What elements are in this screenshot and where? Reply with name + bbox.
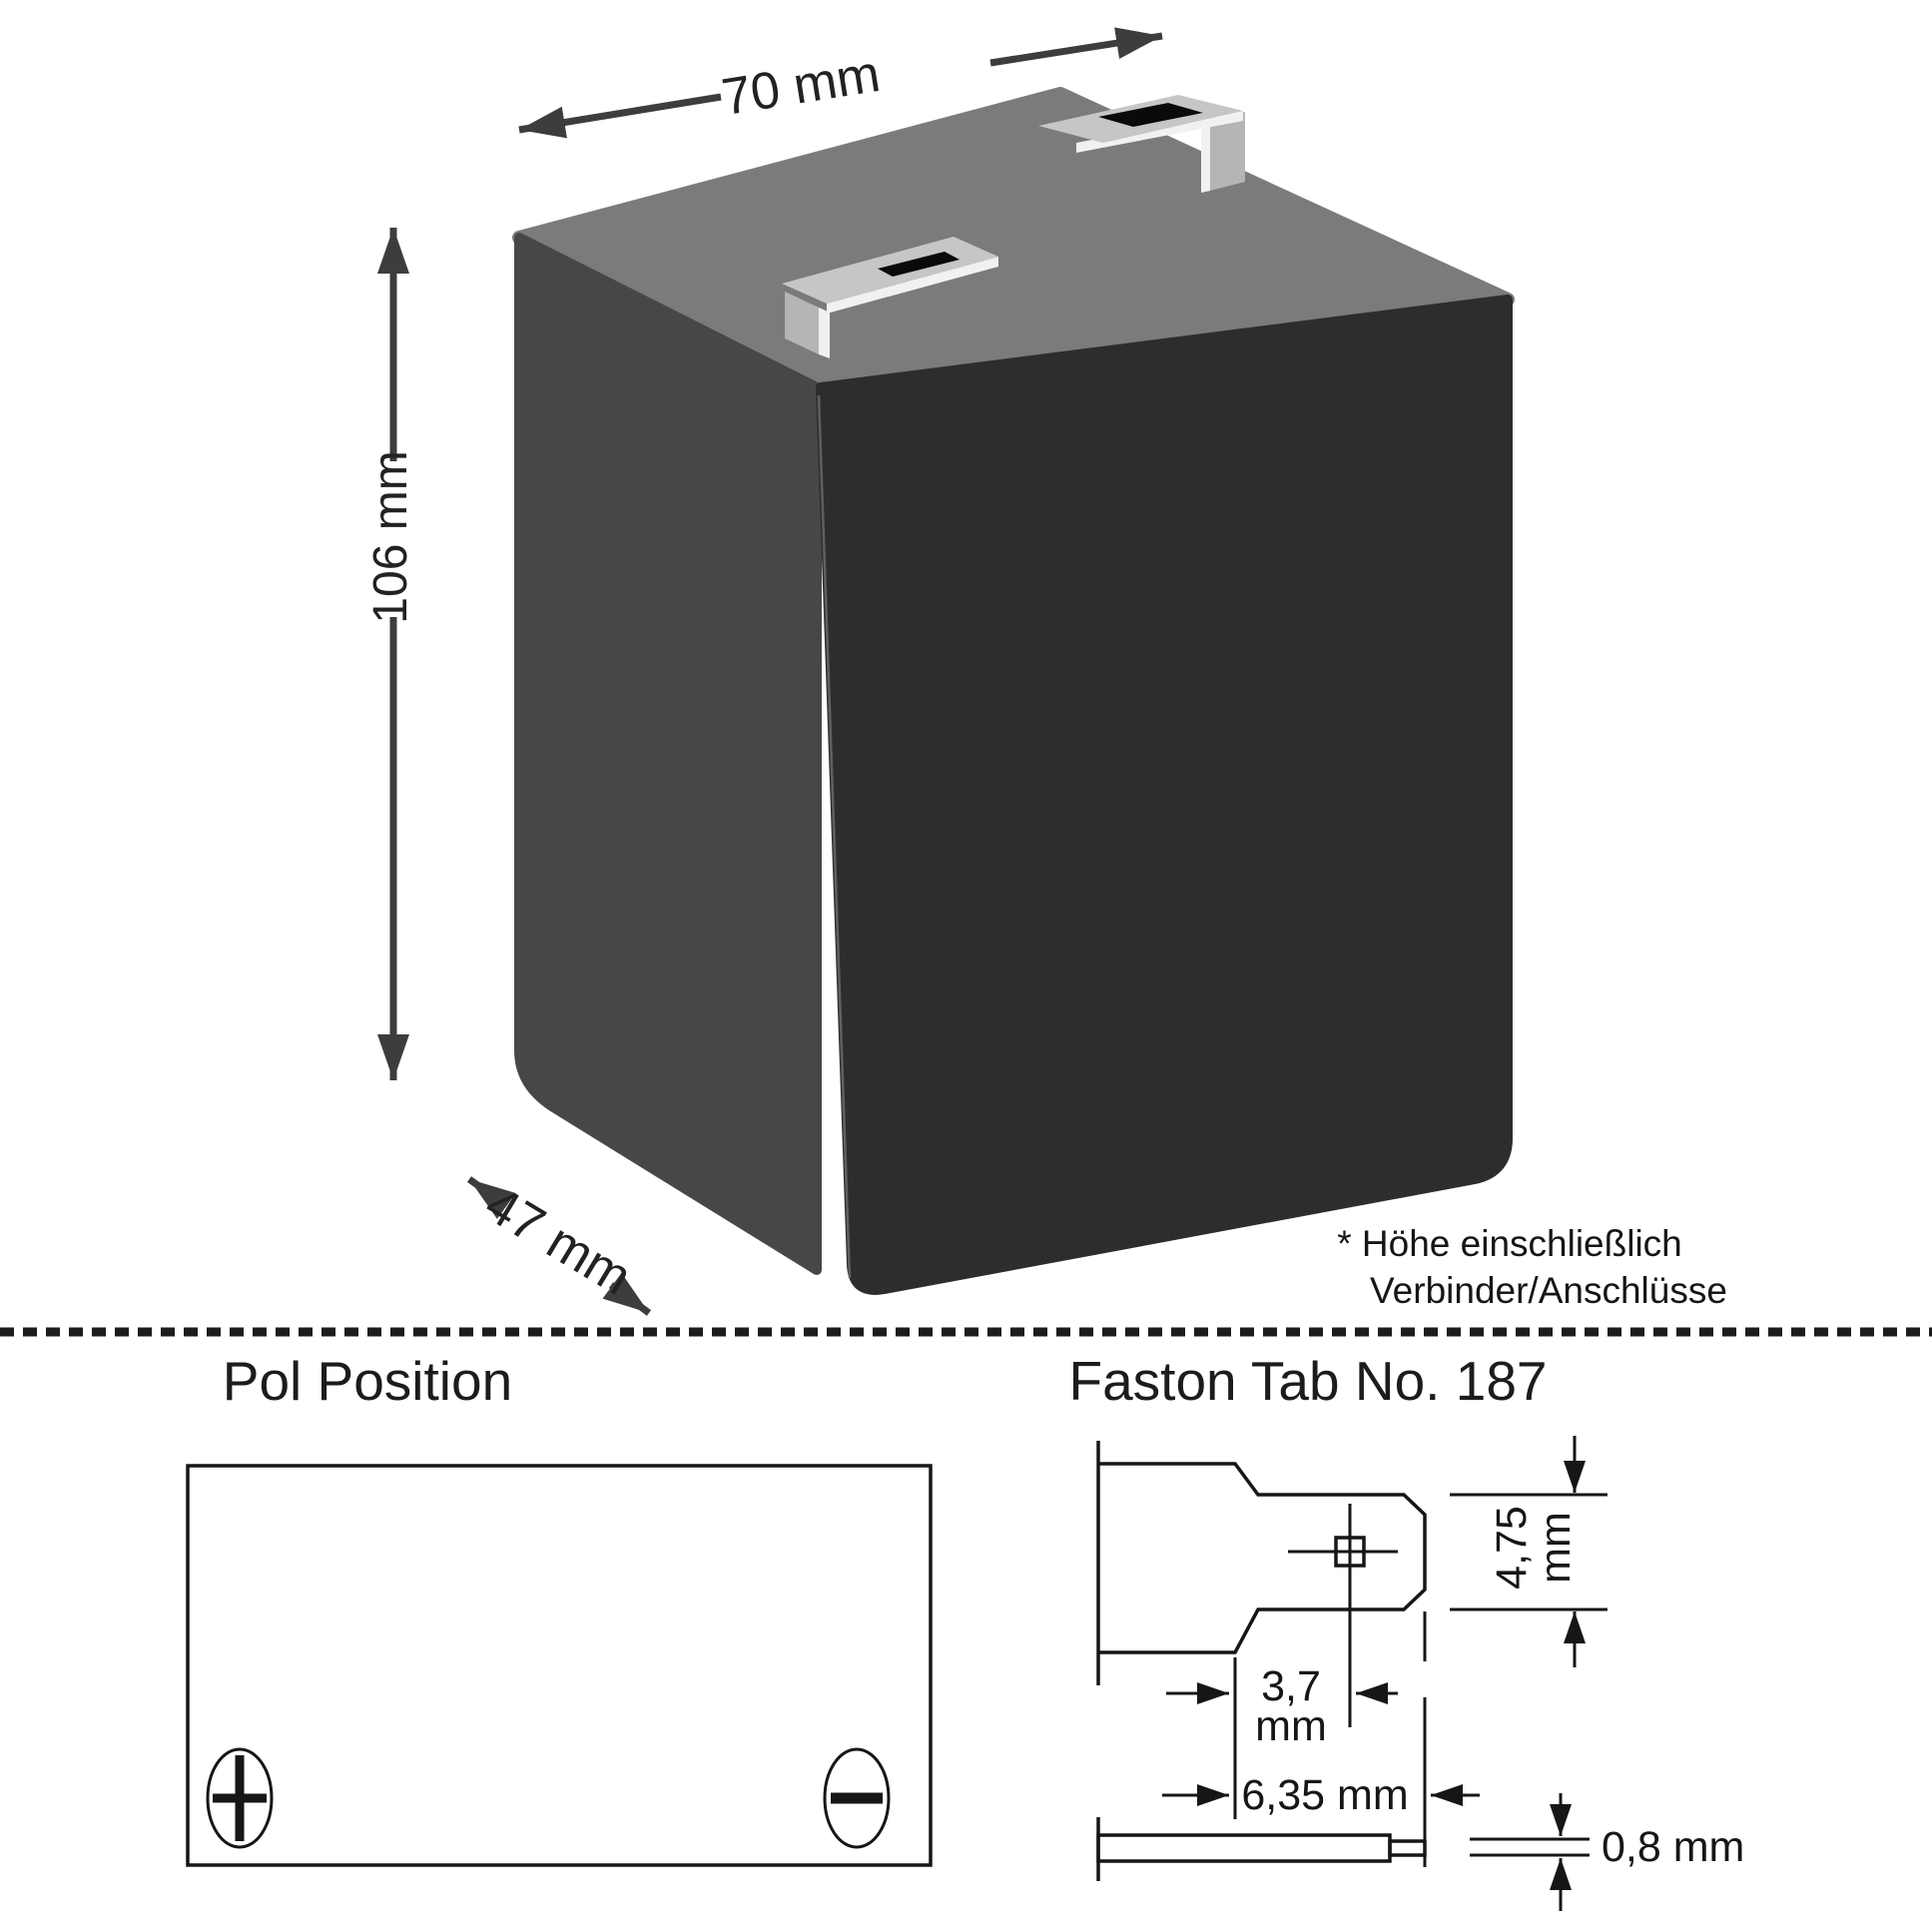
pol-position-panel: Pol Position <box>186 1350 933 1867</box>
terminal-leg-highlight <box>1201 121 1210 193</box>
width-arrow-left <box>518 93 722 139</box>
faston-tab-panel: Faston Tab No. 187 4,75 mm 3,7 mm <box>1068 1350 1744 1911</box>
terminal-slot <box>878 252 960 277</box>
battery-isometric-view <box>512 87 1515 1295</box>
terminal-leg <box>785 292 819 354</box>
width-arrow-right <box>989 27 1163 67</box>
dimension-blade-width: 4,75 mm <box>1450 1436 1608 1667</box>
dimension-depth: 47 mm <box>466 1175 652 1316</box>
terminal-leg-highlight <box>819 308 830 358</box>
pol-position-title: Pol Position <box>223 1350 512 1412</box>
terminal-plate-edge <box>1076 111 1243 153</box>
hole-offset-unit: mm <box>1255 1702 1327 1750</box>
depth-arrow-downright <box>602 1272 652 1316</box>
note-line1: * Höhe einschließlich <box>1337 1223 1682 1264</box>
depth-arrow-upleft <box>466 1176 516 1219</box>
side-view-tip <box>1388 1839 1427 1857</box>
terminal-plate-edge <box>827 257 998 314</box>
height-note: * Höhe einschließlich Verbinder/Anschlüs… <box>1337 1223 1727 1311</box>
terminal-slot <box>1098 103 1203 127</box>
thickness-label: 0,8 mm <box>1602 1823 1744 1871</box>
note-line2: Verbinder/Anschlüsse <box>1370 1270 1727 1311</box>
depth-label: 47 mm <box>475 1175 641 1307</box>
terminal-leg <box>1210 112 1245 191</box>
hole-offset-value: 3,7 <box>1261 1662 1321 1710</box>
dimension-hole-offset: 3,7 mm <box>1166 1657 1398 1819</box>
dimension-height: 106 mm <box>364 228 417 1080</box>
dimension-blade-length: 6,35 mm <box>1162 1611 1480 1867</box>
battery-left-face <box>514 233 822 1275</box>
width-label: 70 mm <box>718 45 884 127</box>
height-label: 106 mm <box>364 450 417 623</box>
battery-outline-top-view <box>186 1464 933 1867</box>
tab-outline-top-view <box>1098 1462 1427 1654</box>
battery-right-face <box>816 295 1513 1295</box>
faston-terminal-back-icon <box>1038 95 1245 193</box>
tab-side-view <box>1096 1817 1427 1881</box>
faston-terminal-front-icon <box>782 237 998 358</box>
blade-length-label: 6,35 mm <box>1241 1771 1408 1819</box>
faston-title: Faston Tab No. 187 <box>1068 1350 1547 1412</box>
blade-width-value: 4,75 <box>1488 1506 1536 1590</box>
battery-front-edge-highlight <box>817 394 852 1279</box>
side-view-body <box>1096 1833 1392 1863</box>
dimension-thickness: 0,8 mm <box>1470 1793 1744 1911</box>
minus-terminal-icon <box>823 1747 891 1849</box>
plus-terminal-icon <box>206 1747 274 1849</box>
blade-width-unit: mm <box>1532 1512 1580 1584</box>
